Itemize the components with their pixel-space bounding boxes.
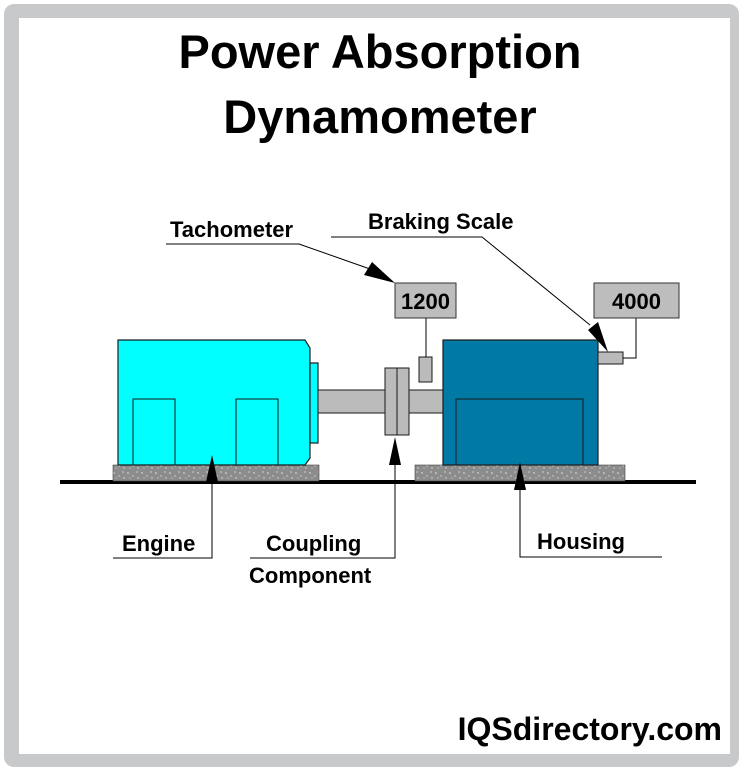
- coupling-arrowhead-icon: [389, 437, 401, 465]
- braking-scale-wire: [623, 318, 637, 359]
- tachometer-readout-box: [394, 282, 457, 319]
- braking-scale-arrowhead-icon: [588, 322, 608, 352]
- label-engine: Engine: [122, 531, 195, 556]
- tachometer-value: 1200: [401, 289, 450, 314]
- title-line-2: Dynamometer: [223, 90, 536, 143]
- engine: [117, 339, 319, 466]
- coupling: [384, 367, 410, 436]
- coupling-half-left: [384, 367, 398, 436]
- braking-scale-arm: [597, 351, 624, 365]
- braking-scale-value: 4000: [612, 289, 661, 314]
- housing: [442, 339, 599, 466]
- tachometer-arrowhead-icon: [364, 262, 395, 283]
- housing-arrowhead-icon: [514, 462, 526, 490]
- label-coupling: Coupling: [266, 531, 361, 556]
- drive-shaft: [317, 389, 444, 414]
- braking-scale-readout: 4000: [593, 282, 680, 319]
- engine-panel-right: [235, 398, 279, 466]
- engine-body: [117, 339, 311, 466]
- engine-arrowhead-icon: [206, 455, 218, 482]
- ground-line: [60, 480, 696, 484]
- engine-panel-left: [132, 398, 176, 466]
- title-line-1: Power Absorption: [179, 25, 582, 78]
- brand-watermark: IQSdirectory.com: [458, 711, 722, 747]
- tachometer-readout: 1200: [394, 282, 457, 319]
- engine-leader-line: [113, 482, 213, 559]
- tachometer-sensor: [418, 356, 433, 383]
- braking-scale-leader-line: [331, 236, 591, 326]
- label-component: Component: [249, 563, 372, 588]
- tachometer-leader-line: [166, 243, 371, 270]
- engine-flange: [309, 362, 319, 444]
- label-housing: Housing: [537, 529, 625, 554]
- housing-leader-line: [519, 490, 662, 558]
- coupling-leader-line: [250, 465, 396, 559]
- label-tachometer: Tachometer: [170, 217, 294, 242]
- label-braking-scale: Braking Scale: [368, 209, 514, 234]
- coupling-half-right: [396, 367, 410, 436]
- braking-scale-readout-box: [593, 282, 680, 319]
- housing-body: [442, 339, 599, 466]
